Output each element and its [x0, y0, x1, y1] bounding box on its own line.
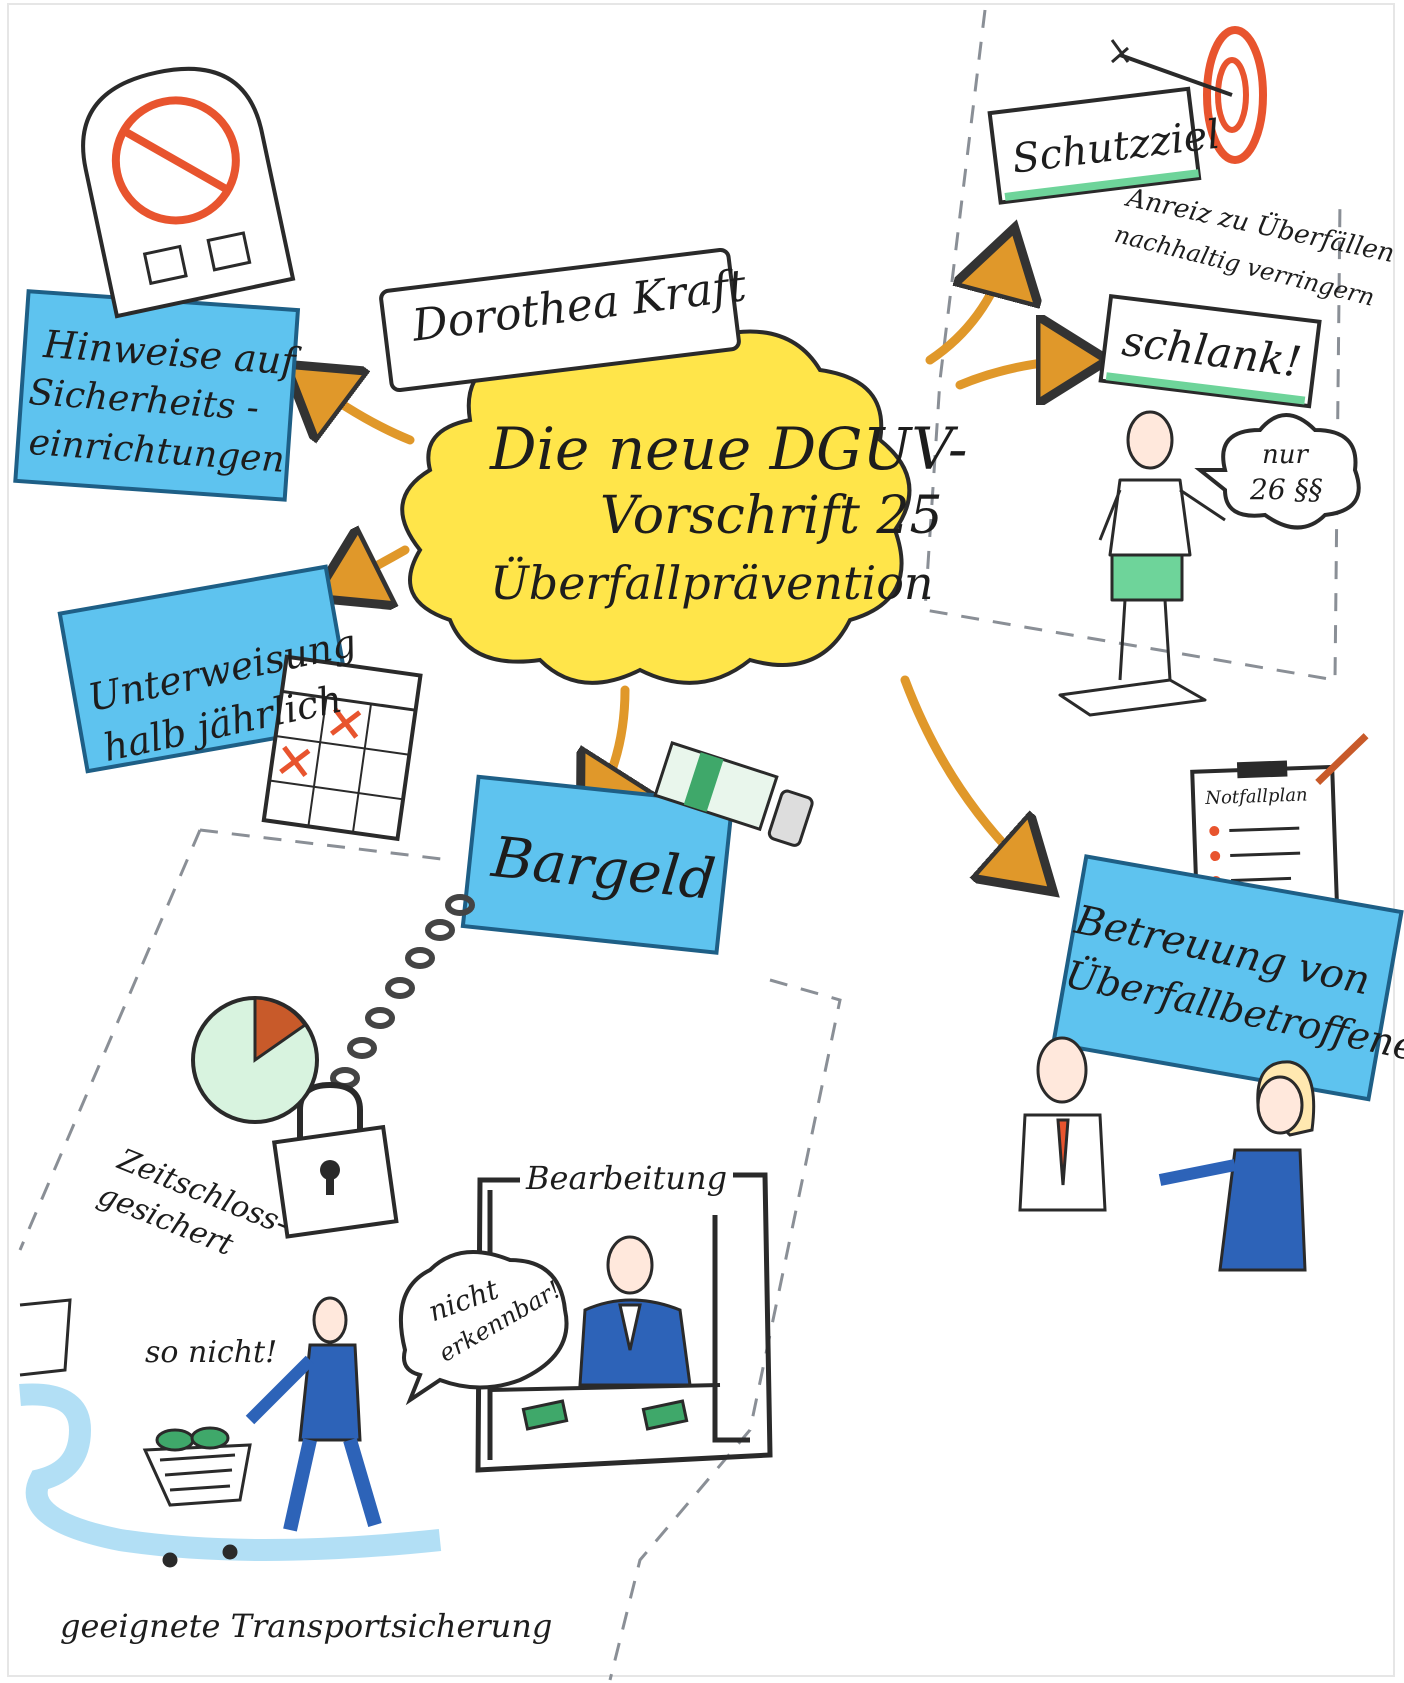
transport-label: geeignete Transportsicherung — [60, 1607, 553, 1645]
center-title-line3: Überfallprävention — [490, 556, 934, 610]
no-entry-sign-icon — [81, 66, 296, 319]
money-stack-icon — [653, 741, 814, 847]
dashed-dividers — [18, 9, 1342, 1681]
speech-bubble-nur — [1194, 413, 1361, 530]
clerk-figure — [489, 1235, 721, 1431]
walking-man-figure — [245, 1296, 382, 1532]
padlock-icon — [271, 1081, 399, 1239]
businessman-figure — [1018, 1036, 1107, 1212]
notfallplan-label: Notfallplan — [1204, 784, 1308, 809]
clock-icon — [191, 996, 319, 1124]
branch-arrows — [300, 245, 1090, 880]
standing-man-figure — [1058, 410, 1226, 717]
schlank-box — [1098, 293, 1322, 409]
businesswoman-figure — [1158, 1060, 1316, 1272]
bubble-nur-line1: nur — [1262, 440, 1308, 470]
center-title-line1: Die neue DGUV- — [490, 415, 968, 483]
speech-bubble-nicht-erkennbar — [398, 1250, 569, 1406]
bubble-nur-line2: 26 §§ — [1250, 473, 1323, 506]
so-nicht-label: so nicht! — [145, 1335, 278, 1370]
schutzziel-box — [987, 86, 1202, 205]
target-icon — [1110, 26, 1267, 164]
shopping-cart-icon — [19, 1298, 442, 1568]
calendar-icon — [261, 654, 423, 842]
betreuung-box — [1050, 854, 1404, 1102]
bearbeitung-label: Bearbeitung — [520, 1162, 734, 1194]
scale-icon — [1058, 678, 1207, 717]
center-title-line2: Vorschrift 25 — [600, 486, 943, 546]
bargeld-box — [460, 774, 735, 955]
presenter-box — [379, 247, 741, 393]
